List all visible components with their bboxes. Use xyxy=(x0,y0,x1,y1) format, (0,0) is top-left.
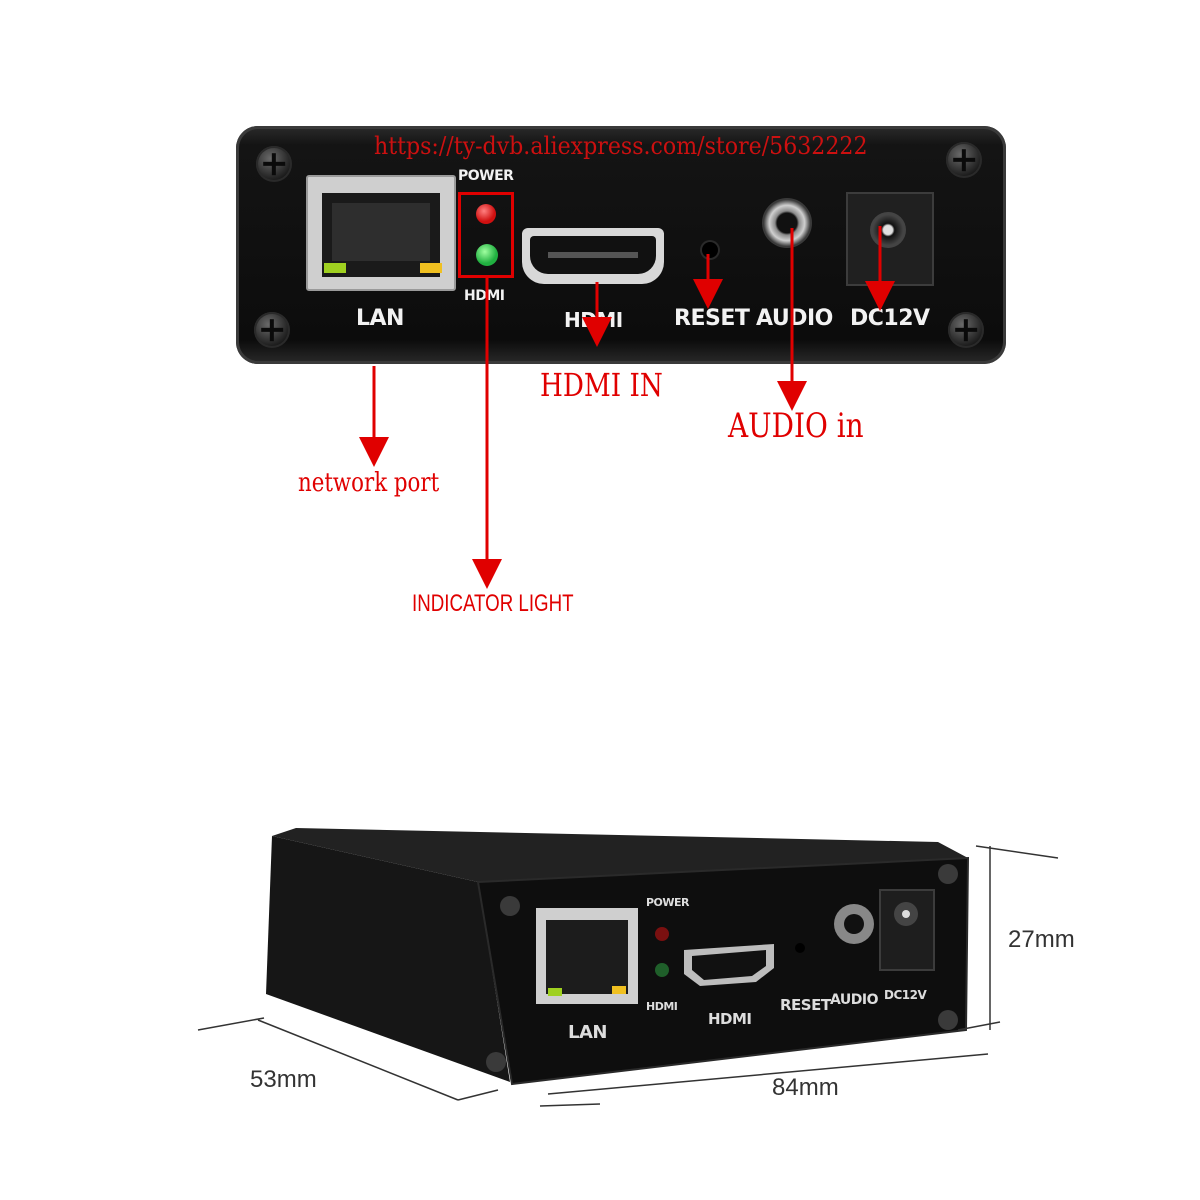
audio-jack xyxy=(762,198,812,248)
reset-hole xyxy=(795,943,805,953)
network-port-annotation: network port xyxy=(298,468,440,498)
screw-icon xyxy=(500,896,520,916)
dc-jack xyxy=(846,192,934,286)
reset-hole xyxy=(702,242,718,258)
hdmi-led-label: HDMI xyxy=(464,288,505,304)
audio-in-annotation: AUDIO in xyxy=(728,406,864,446)
width-dim-line xyxy=(547,1053,989,1095)
box-hdmi-led-label: HDMI xyxy=(646,1000,678,1013)
screw-icon xyxy=(938,864,958,884)
box-reset-label: RESET xyxy=(780,996,831,1014)
led-icon xyxy=(548,988,562,996)
height-dimension: 27mm xyxy=(1008,926,1075,953)
screw-icon xyxy=(486,1052,506,1072)
screw-icon xyxy=(256,146,292,182)
power-led-icon xyxy=(476,204,496,224)
indicator-light-annotation: INDICATOR LIGHT xyxy=(412,590,574,617)
lan-label: LAN xyxy=(356,306,404,331)
reset-label: RESET xyxy=(674,306,750,331)
width-dimension: 84mm xyxy=(772,1074,839,1101)
hdmi-led-icon xyxy=(476,244,498,266)
power-led-icon xyxy=(655,927,669,941)
box-audio-label: AUDIO xyxy=(830,992,879,1008)
power-led-label: POWER xyxy=(458,168,514,184)
box-dc12v-label: DC12V xyxy=(884,988,927,1002)
screw-icon xyxy=(938,1010,958,1030)
watermark-text: https://ty-dvb.aliexpress.com/store/5632… xyxy=(374,132,868,160)
box-hdmi-label: HDMI xyxy=(708,1010,752,1028)
hdmi-port xyxy=(522,228,664,284)
led-icon xyxy=(420,263,442,273)
depth-dimension: 53mm xyxy=(250,1066,317,1093)
dc-jack xyxy=(879,889,935,971)
led-icon xyxy=(612,986,626,994)
indicator-highlight-box xyxy=(458,192,514,278)
box-lan-label: LAN xyxy=(568,1022,607,1043)
hdmi-led-icon xyxy=(655,963,669,977)
box-left-face xyxy=(266,836,510,1082)
lan-port xyxy=(306,175,456,291)
screw-icon xyxy=(948,312,984,348)
screw-icon xyxy=(946,142,982,178)
screw-icon xyxy=(254,312,290,348)
depth-dim-line xyxy=(257,1019,459,1101)
hdmi-in-annotation: HDMI IN xyxy=(540,366,663,404)
audio-label: AUDIO xyxy=(756,306,833,331)
box-top-face xyxy=(272,828,968,882)
box-power-led-label: POWER xyxy=(646,896,690,909)
led-icon xyxy=(324,263,346,273)
